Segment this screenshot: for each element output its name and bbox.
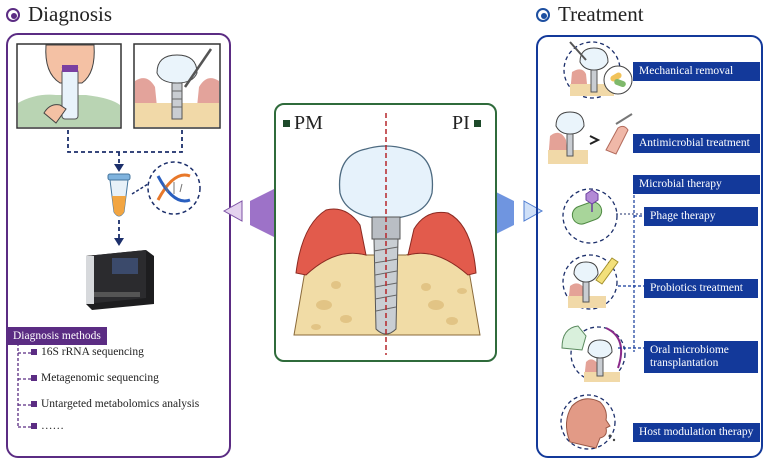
antimicrobial-treatment-icon	[548, 111, 633, 164]
diagnosis-title: Diagnosis	[28, 2, 112, 26]
dna-link	[131, 183, 149, 195]
method-item: Untargeted metabolomics analysis	[31, 398, 199, 410]
methods-tree-lines	[17, 343, 36, 428]
circle-bullet-icon	[6, 7, 20, 22]
diagnosis-methods-title: Diagnosis methods	[7, 327, 107, 345]
pm-label: PM	[283, 112, 323, 135]
pi-label: PI	[452, 112, 481, 135]
treatment-panel	[536, 35, 763, 458]
implant-icon	[293, 113, 481, 355]
tag-phage-therapy: Phage therapy	[644, 207, 758, 226]
head-profile-icon	[560, 394, 616, 450]
tag-host-modulation-therapy: Host modulation therapy	[633, 423, 760, 442]
mechanical-removal-icon	[563, 41, 633, 99]
treatment-header: Treatment	[536, 2, 644, 27]
tag-mechanical-removal: Mechanical removal	[633, 62, 760, 81]
dna-icon	[147, 161, 201, 215]
probiotics-icon	[562, 254, 619, 310]
bacteriophage-icon	[562, 188, 644, 244]
microbiome-transplant-icon	[561, 325, 626, 382]
tag-oral-microbiome-transplantation: Oral microbiome transplantation	[644, 341, 758, 373]
treatment-title: Treatment	[558, 2, 644, 26]
square-bullet-icon	[283, 120, 290, 127]
tag-microbial-therapy: Microbial therapy	[633, 175, 760, 194]
diagnosis-header: Diagnosis	[6, 2, 112, 27]
microbial-therapy-branch	[618, 190, 644, 352]
sequencer-icon	[86, 250, 154, 310]
tag-antimicrobial-treatment: Antimicrobial treatment	[633, 134, 760, 153]
method-item: 16S rRNA sequencing	[31, 346, 144, 358]
square-bullet-icon	[473, 120, 481, 127]
method-item: ……	[31, 420, 64, 432]
method-item: Metagenomic sequencing	[31, 372, 159, 384]
circle-bullet-icon	[536, 7, 550, 22]
test-tube-icon	[107, 173, 131, 217]
implant-sampling-icon	[133, 43, 221, 129]
left-arrow-connector	[222, 189, 274, 237]
diagnosis-panel	[6, 33, 231, 458]
tag-probiotics-treatment: Probiotics treatment	[644, 279, 758, 298]
saliva-sample-icon	[16, 43, 122, 129]
diagnosis-connectors	[67, 130, 183, 246]
